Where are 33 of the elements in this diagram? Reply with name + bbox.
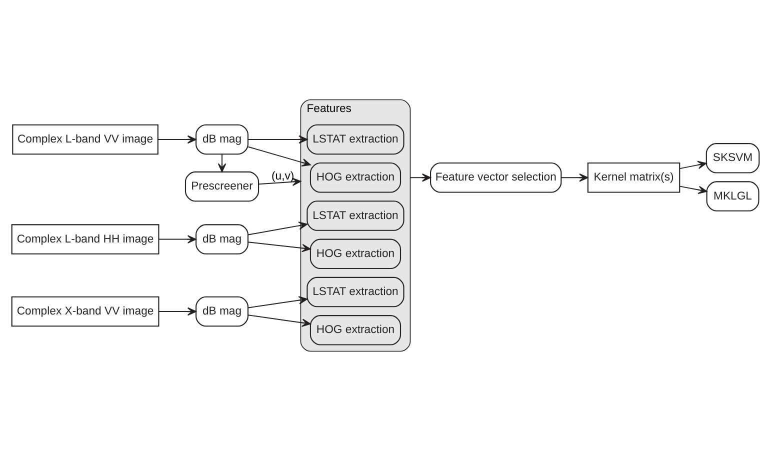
node-box: dB mag (196, 296, 248, 326)
arrow (248, 146, 311, 166)
arrow (248, 134, 308, 144)
node-box: HOG extraction (310, 314, 402, 345)
node-box: Complex L-band VV image (12, 124, 158, 154)
arrow (410, 173, 431, 182)
arrow (158, 234, 196, 243)
arrow (248, 241, 311, 252)
node-box: MKLGL (706, 180, 760, 211)
node-box: HOG extraction (310, 238, 402, 269)
arrow (248, 296, 308, 308)
arrow (258, 177, 302, 186)
node-box: LSTAT extraction (306, 276, 404, 307)
node-box: dB mag (196, 224, 248, 254)
arrow (158, 134, 196, 144)
arrow (560, 173, 588, 182)
node-box: LSTAT extraction (306, 124, 404, 154)
node-box: Feature vector selection (430, 162, 562, 192)
node-box: Complex X-band VV image (11, 296, 160, 326)
node-box: SKSVM (706, 142, 760, 173)
node-box: Complex L-band HH image (11, 224, 160, 254)
arrow (248, 314, 311, 326)
arrow (679, 160, 707, 169)
arrow (679, 185, 708, 194)
node-box: dB mag (196, 124, 248, 154)
arrow (158, 306, 196, 316)
node-box: Kernel matrix(s) (587, 162, 680, 192)
arrow (248, 221, 308, 235)
node-box: Prescreener (184, 170, 260, 202)
node-box: HOG extraction (310, 162, 402, 192)
edge-label: (u,v) (272, 170, 294, 182)
arrow (218, 153, 226, 172)
node-box: LSTAT extraction (306, 200, 404, 230)
